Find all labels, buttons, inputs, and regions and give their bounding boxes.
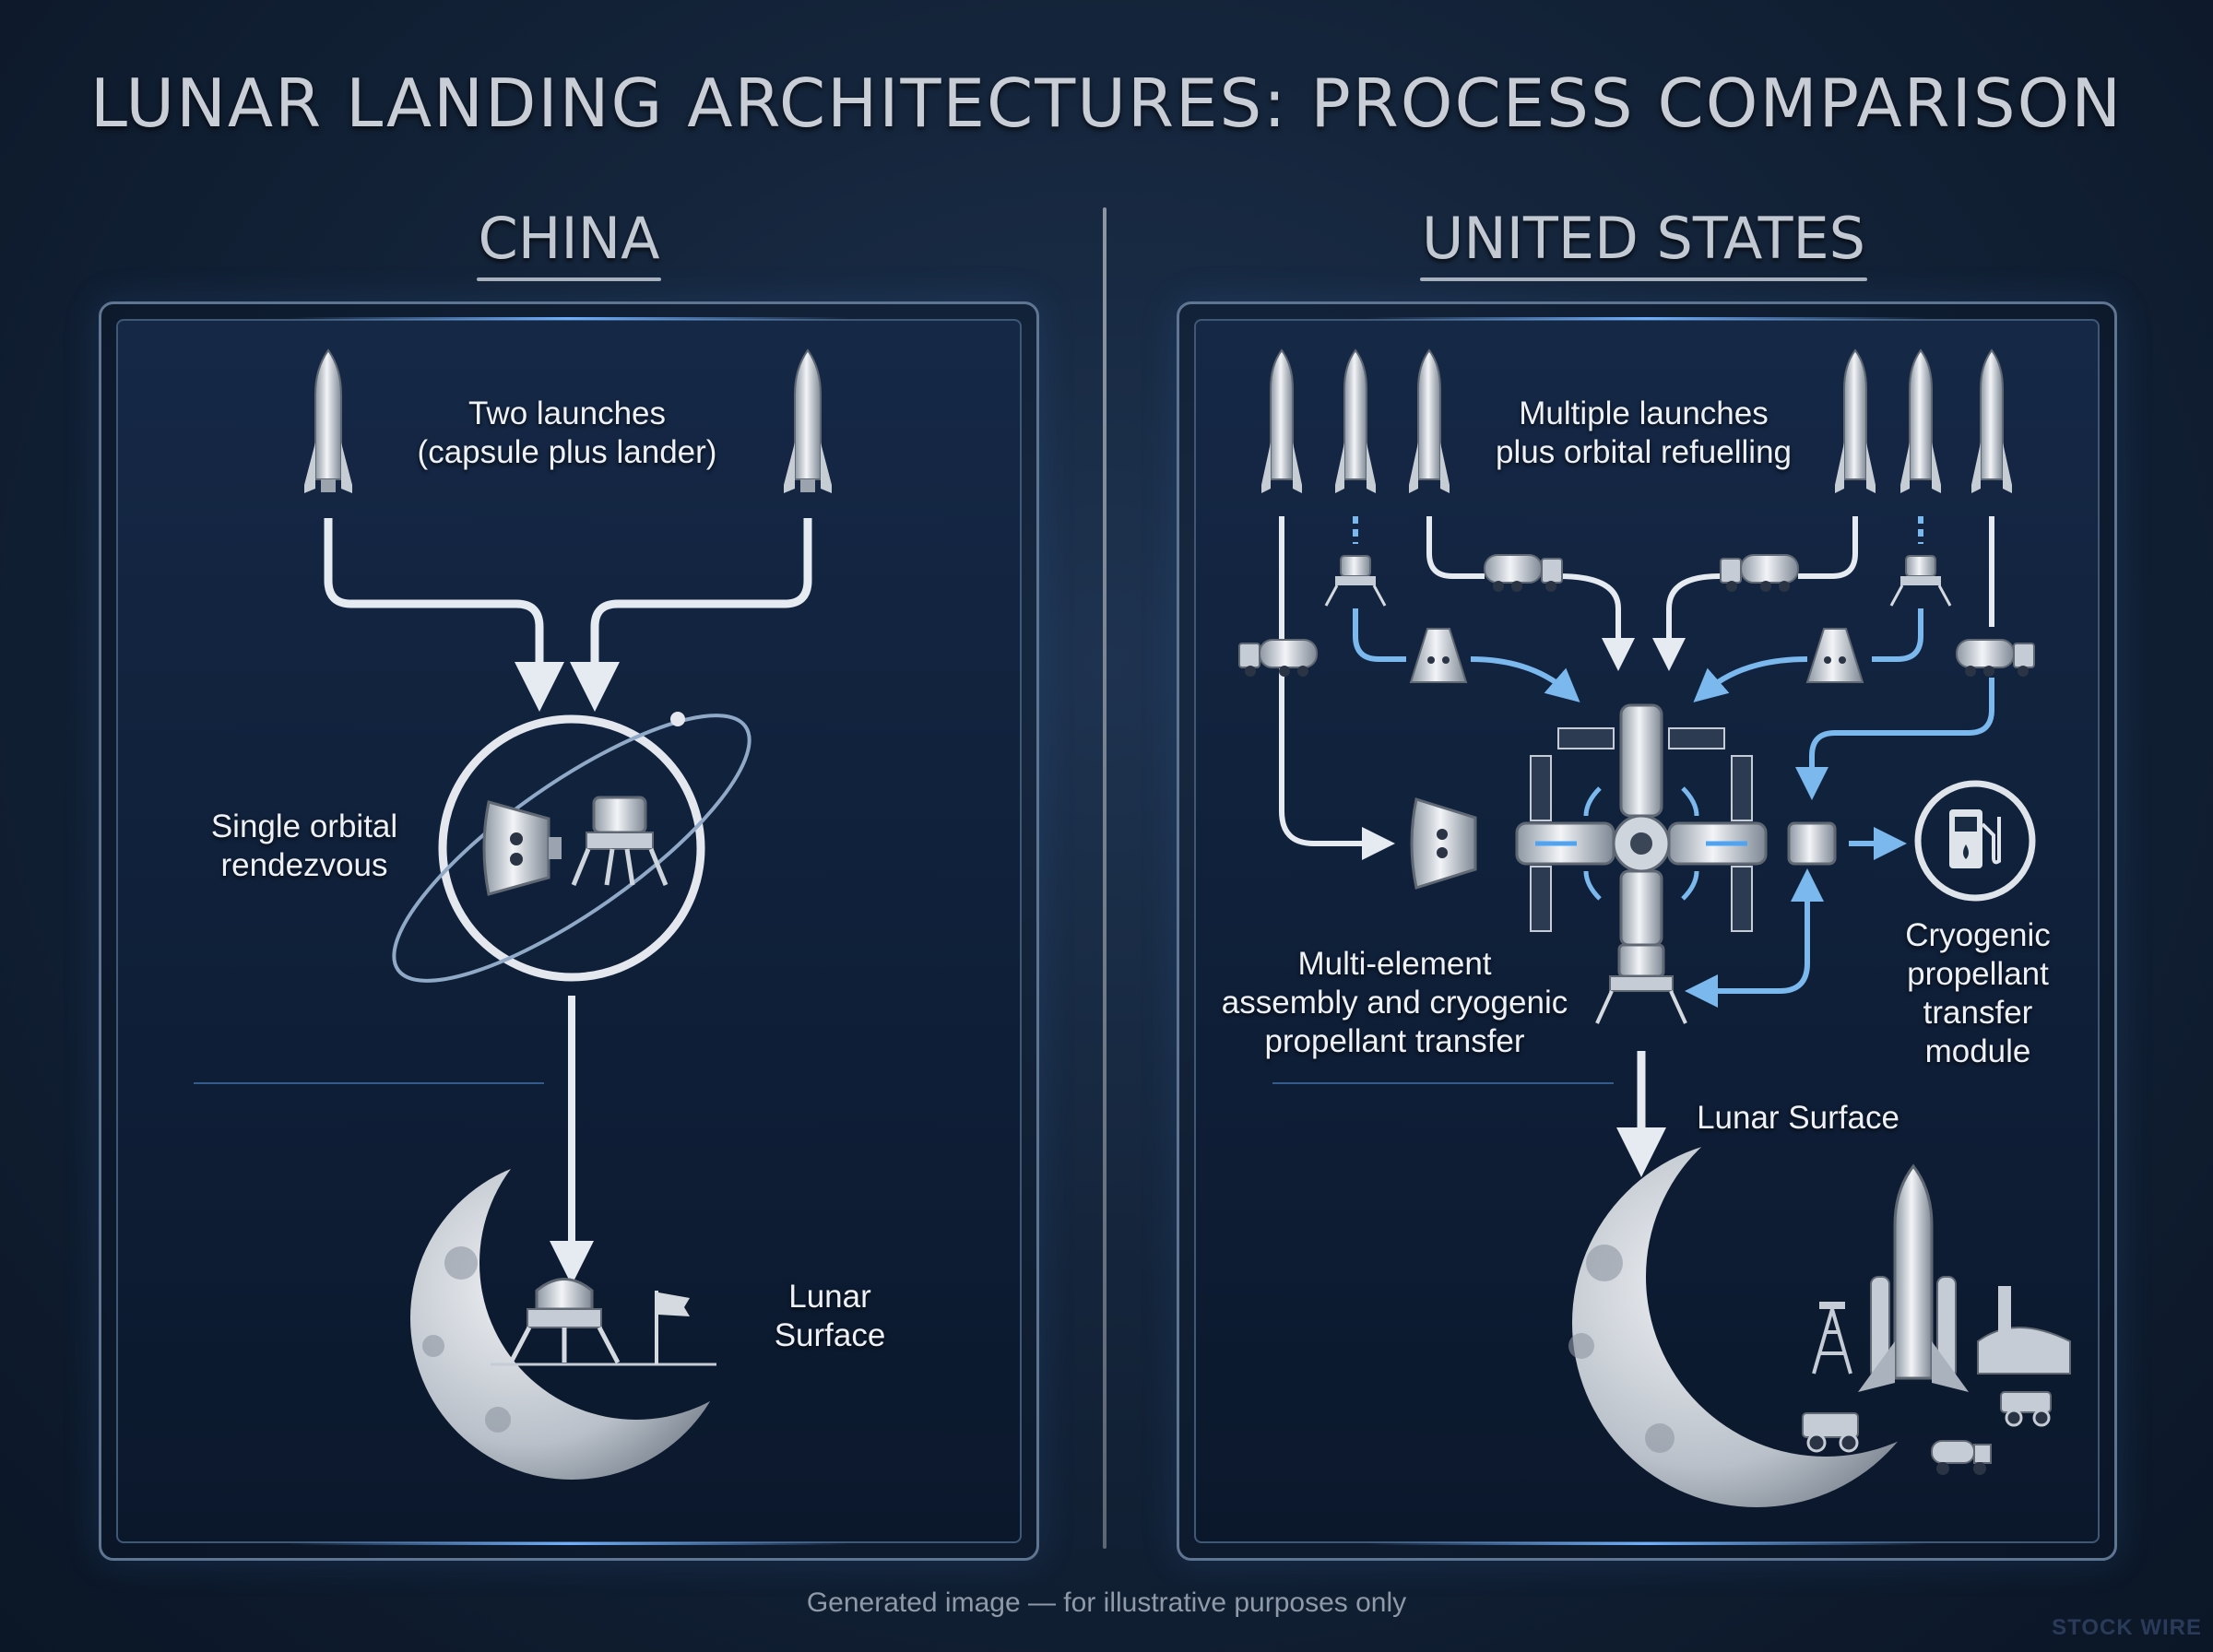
us-lander-small-icon — [1324, 555, 1387, 607]
china-surface-label: Lunar Surface — [747, 1278, 913, 1355]
us-lander-docked-icon — [1595, 943, 1687, 1024]
watermark: STOCK WIRE — [2052, 1615, 2202, 1640]
propellant-tanker-icon — [1238, 639, 1318, 677]
fuel-pump-icon — [1914, 780, 2036, 902]
surface-tanker-vehicle-icon — [1931, 1440, 1992, 1475]
us-launch-label: Multiple launches plus orbital refuellin… — [1475, 395, 1812, 472]
china-rendezvous-label-line2: rendezvous — [220, 847, 388, 883]
column-divider — [1103, 207, 1106, 1549]
us-refuel-flow-lines — [1353, 516, 1994, 1008]
us-heading-underline — [1420, 277, 1867, 281]
us-rocket-group-left-icon — [1261, 348, 1450, 493]
china-surface-label-line1: Lunar — [788, 1279, 871, 1315]
us-capsule-docking-icon — [1410, 797, 1477, 890]
us-launch-label-line1: Multiple launches — [1519, 395, 1769, 431]
rover-icon — [1802, 1412, 1859, 1453]
us-assembly-label-line3: propellant transfer — [1264, 1023, 1525, 1059]
china-capsule-icon — [482, 800, 562, 896]
surface-habitat-icon — [1977, 1286, 2071, 1375]
flag-icon — [655, 1291, 690, 1364]
space-station-icon — [1515, 703, 1768, 947]
propellant-tanker-icon — [1956, 639, 2035, 677]
surface-base-rocket-icon — [1858, 1163, 1969, 1392]
us-module-label-line2: propellant — [1907, 956, 2049, 992]
china-heading-underline — [477, 277, 661, 281]
propellant-tanker-icon — [1720, 554, 1799, 592]
us-module-label-line3: transfer — [1923, 995, 2033, 1031]
propellant-tanker-icon — [1484, 554, 1563, 592]
docking-adapter-icon — [1787, 821, 1837, 866]
us-lander-small-icon — [1889, 555, 1952, 607]
china-launch-label-line1: Two launches — [467, 395, 667, 431]
china-lander-icon — [571, 796, 669, 886]
us-module-label-line4: module — [1924, 1033, 2031, 1069]
us-assembly-label-line2: assembly and cryogenic — [1221, 985, 1568, 1021]
surface-tower-icon — [1812, 1302, 1852, 1375]
china-surface-lander-icon — [491, 1278, 716, 1366]
page-title: LUNAR LANDING ARCHITECTURES: PROCESS COM… — [89, 65, 2124, 142]
us-module-label: Cryogenic propellant transfer module — [1881, 916, 2075, 1071]
footer-note: Generated image — for illustrative purpo… — [806, 1587, 1407, 1618]
us-capsule-small-icon — [1805, 628, 1864, 683]
china-rocket-left-icon — [304, 348, 352, 493]
china-panel-glow-bottom — [288, 1542, 850, 1545]
us-module-label-line1: Cryogenic — [1905, 917, 2051, 953]
china-arrow-left-launch — [324, 518, 564, 712]
china-launch-label: Two launches (capsule plus lander) — [406, 395, 728, 472]
us-surface-label: Lunar Surface — [1697, 1100, 1899, 1136]
china-launch-label-line2: (capsule plus lander) — [417, 434, 717, 470]
us-launch-label-line2: plus orbital refuelling — [1495, 434, 1792, 470]
us-capsule-small-icon — [1409, 628, 1468, 683]
china-orbit-ring — [392, 712, 751, 983]
china-arrow-right-launch — [570, 518, 812, 712]
china-rendezvous-label-line1: Single orbital — [210, 808, 398, 844]
us-assembly-label: Multi-element assembly and cryogenic pro… — [1208, 945, 1581, 1061]
china-panel-glow-top — [288, 317, 850, 320]
us-panel-glow-top — [1366, 317, 1928, 320]
china-heading-text: CHINA — [478, 205, 660, 272]
us-rocket-group-right-icon — [1835, 348, 2012, 493]
china-surface-label-line2: Surface — [774, 1317, 886, 1353]
us-heading-text: UNITED STATES — [1422, 205, 1865, 272]
china-heading: CHINA — [477, 205, 661, 281]
rover-icon — [2000, 1391, 2052, 1427]
china-rendezvous-label: Single orbital rendezvous — [184, 808, 424, 885]
us-assembly-label-line1: Multi-element — [1297, 946, 1492, 982]
us-launch-flow-lines — [1279, 516, 1994, 860]
us-panel-glow-bottom — [1366, 1542, 1928, 1545]
china-rocket-right-icon — [784, 348, 832, 493]
us-heading: UNITED STATES — [1420, 205, 1867, 281]
